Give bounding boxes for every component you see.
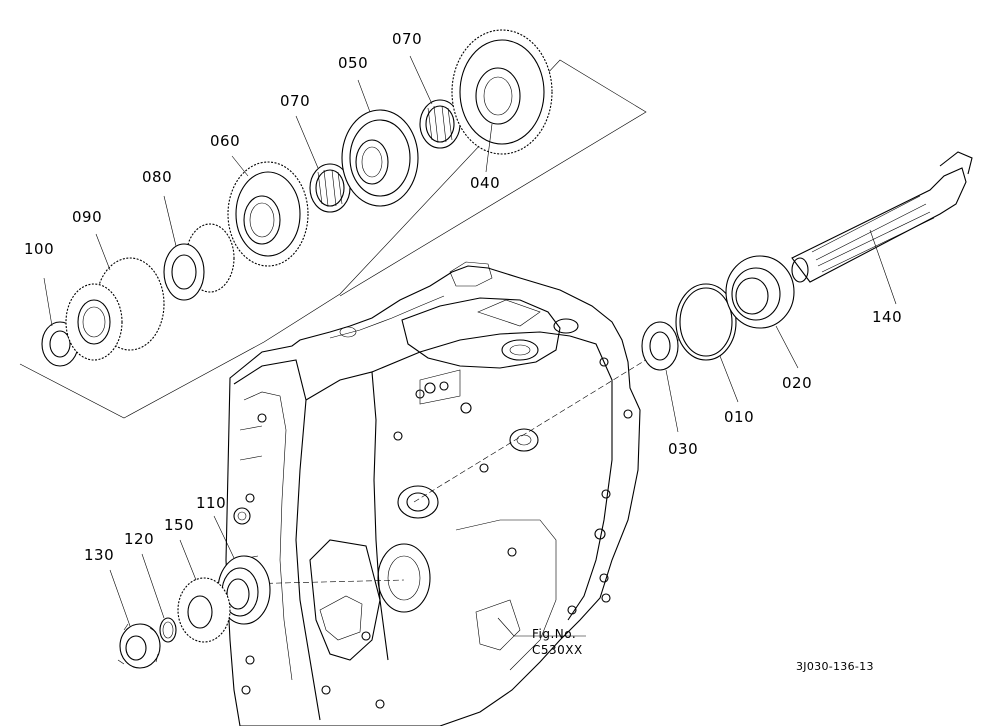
gear-080-drawing (164, 224, 234, 300)
label-100[interactable]: 100 (24, 240, 55, 258)
needle-bearing-070-lower-drawing (310, 164, 350, 212)
label-030[interactable]: 030 (668, 440, 699, 458)
label-080[interactable]: 080 (142, 168, 173, 186)
nut-130-drawing (118, 624, 160, 668)
label-070-lower[interactable]: 070 (280, 92, 311, 110)
gear-150-drawing (178, 578, 230, 642)
label-090[interactable]: 090 (72, 208, 103, 226)
label-040[interactable]: 040 (470, 174, 501, 192)
pinion-shaft-140-drawing (792, 152, 972, 282)
label-070-upper[interactable]: 070 (392, 30, 423, 48)
label-150[interactable]: 150 (164, 516, 195, 534)
label-010[interactable]: 010 (724, 408, 755, 426)
label-140[interactable]: 140 (872, 308, 903, 326)
figure-reference: Fig.No. C530XX (532, 626, 583, 658)
figure-reference-line2: C530XX (532, 643, 583, 657)
label-120[interactable]: 120 (124, 530, 155, 548)
gear-040-drawing (452, 30, 552, 154)
bearing-020-drawing (726, 256, 794, 328)
label-110[interactable]: 110 (196, 494, 227, 512)
circlip-120-drawing (160, 618, 176, 642)
label-130[interactable]: 130 (84, 546, 115, 564)
gear-050-drawing (342, 110, 418, 206)
gear-090-drawing (66, 258, 164, 360)
label-020[interactable]: 020 (782, 374, 813, 392)
drawing-code: 3J030-136-13 (796, 660, 874, 673)
assembly-frame (20, 60, 646, 418)
label-060[interactable]: 060 (210, 132, 241, 150)
gear-060-drawing (228, 162, 308, 266)
leader-lines (44, 56, 896, 636)
collar-030-drawing (642, 322, 678, 370)
shim-010-drawing (676, 284, 736, 360)
label-050[interactable]: 050 (338, 54, 369, 72)
figure-reference-line1: Fig.No. (532, 627, 577, 641)
transmission-case (226, 262, 640, 726)
